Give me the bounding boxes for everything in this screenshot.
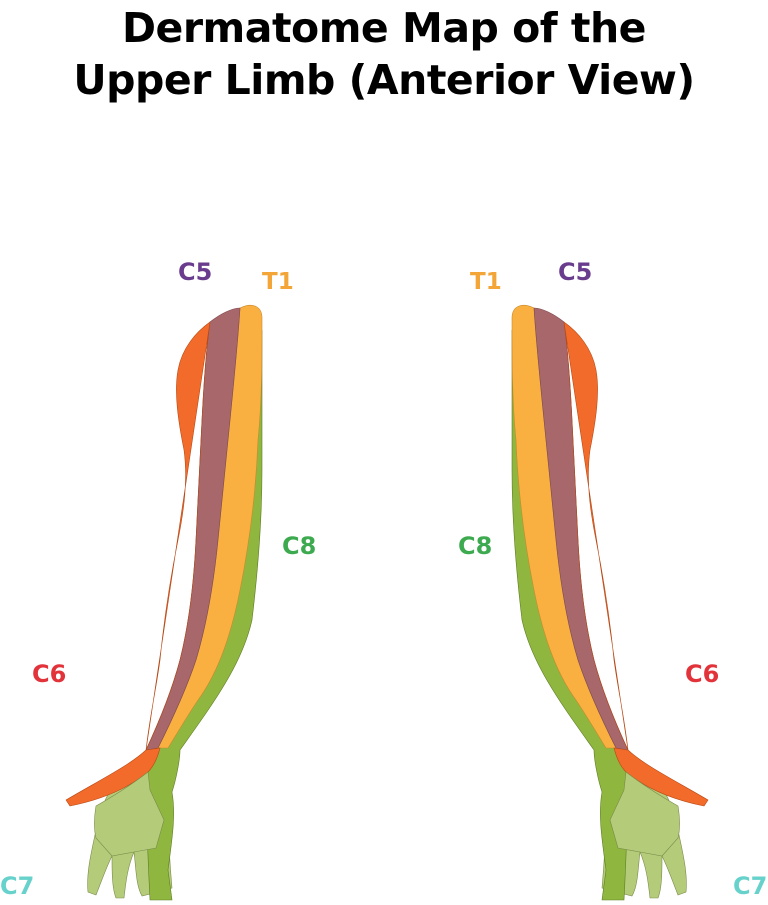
left-t1-label: T1	[262, 269, 294, 295]
right-c8-label: C8	[458, 532, 493, 560]
left-arm	[65, 305, 263, 901]
left-c8-label: C8	[282, 532, 317, 560]
right-c7-label: C7	[733, 872, 768, 900]
left-c7-palm	[94, 771, 165, 857]
right-c7-palm	[609, 771, 680, 857]
left-c6-label: C6	[32, 660, 67, 688]
left-c7-label: C7	[0, 872, 35, 900]
right-t1-label: T1	[470, 269, 502, 295]
left-c5-label: C5	[178, 258, 213, 286]
title-line-2: Upper Limb (Anterior View)	[73, 56, 695, 104]
title-line-1: Dermatome Map of the	[122, 4, 646, 52]
right-c6-label: C6	[685, 660, 720, 688]
right-c5-label: C5	[558, 258, 593, 286]
right-arm	[511, 305, 709, 901]
diagram-title: Dermatome Map of the Upper Limb (Anterio…	[0, 2, 768, 106]
